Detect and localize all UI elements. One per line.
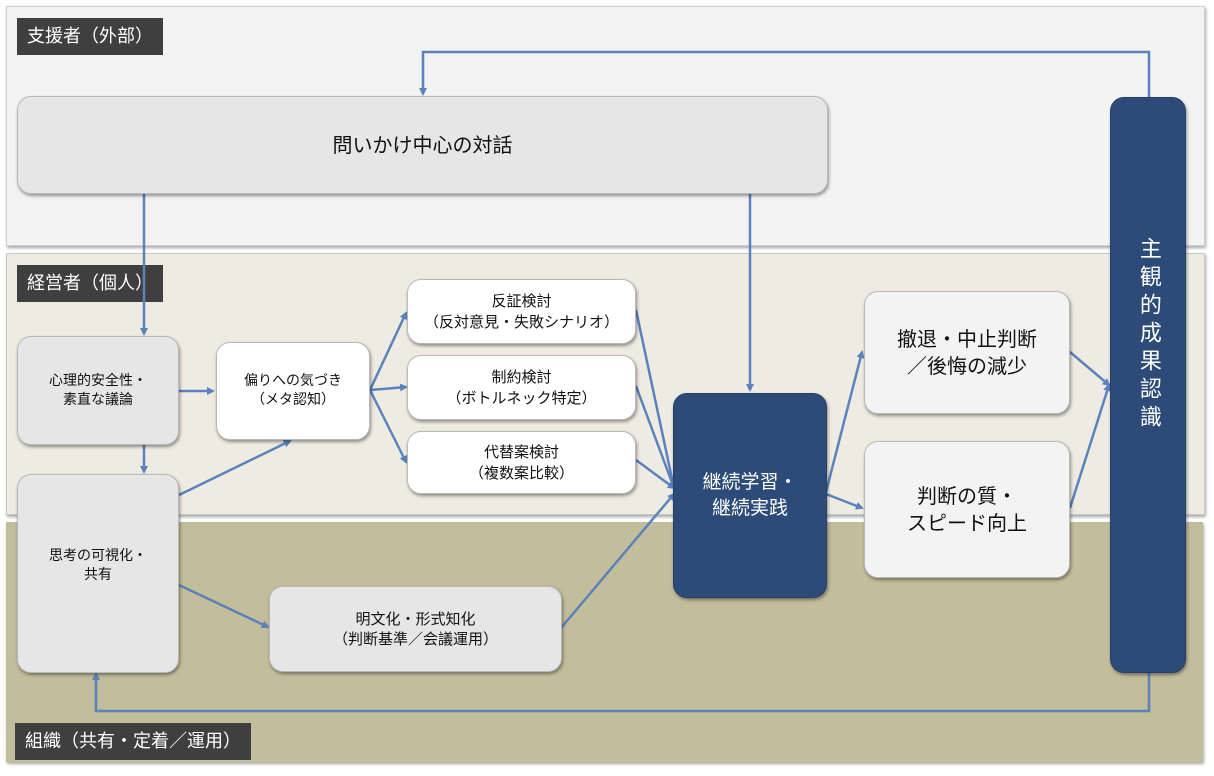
node-alternatives-line2: （複数案比較） (468, 463, 574, 482)
node-visualize-line1: 思考の可視化・ (49, 548, 147, 564)
node-formalize-line1: 明文化・形式知化 (355, 609, 476, 628)
node-dialogue-text: 問いかけ中心の対話 (332, 132, 513, 157)
node-withdrawal: 撤退・中止判断／後悔の減少 (864, 291, 1070, 414)
node-bias-line2: （メタ認知） (251, 392, 335, 408)
node-visualize-share: 思考の可視化・共有 (17, 474, 179, 673)
node-subjective-outcome-text: 主観的成果認識 (1135, 237, 1161, 433)
layer-label-organization: 組織（共有・定着／運用） (15, 723, 251, 760)
node-visualize-line2: 共有 (84, 566, 112, 583)
node-constraint-line2: （ボトルネック特定） (446, 388, 597, 407)
node-bias-line1: 偏りへの気づき (244, 373, 342, 390)
node-psych-safety: 心理的安全性・素直な議論 (17, 336, 179, 445)
node-alternatives-line1: 代替案検討 (483, 443, 559, 462)
node-psych-safety-line1: 心理的安全性・ (49, 372, 147, 389)
node-continuous-line2: 継続実践 (711, 496, 788, 519)
node-alternatives: 代替案検討（複数案比較） (407, 431, 636, 494)
layer-label-manager: 経営者（個人） (17, 265, 163, 302)
node-quality: 判断の質・スピード向上 (864, 441, 1070, 578)
node-continuous: 継続学習・継続実践 (673, 393, 827, 598)
node-formalize-line2: （判断基準／会議運用） (332, 630, 498, 648)
node-quality-line2: スピード向上 (907, 510, 1027, 535)
layer-label-support: 支援者（外部） (17, 18, 163, 55)
node-constraint-line1: 制約検討 (491, 368, 552, 387)
node-refutation-line1: 反証検討 (491, 292, 552, 311)
node-subjective-outcome: 主観的成果認識 (1110, 97, 1186, 673)
node-continuous-line1: 継続学習・ (702, 470, 798, 493)
node-withdrawal-line1: 撤退・中止判断 (897, 326, 1037, 351)
node-refutation: 反証検討（反対意見・失敗シナリオ） (407, 279, 636, 344)
node-withdrawal-line2: ／後悔の減少 (907, 353, 1027, 378)
node-quality-line1: 判断の質・ (917, 483, 1017, 508)
node-dialogue: 問いかけ中心の対話 (17, 96, 828, 194)
node-formalize: 明文化・形式知化 （判断基準／会議運用） (269, 586, 562, 672)
node-bias-awareness: 偏りへの気づき （メタ認知） (216, 342, 370, 440)
node-constraint: 制約検討（ボトルネック特定） (407, 355, 636, 420)
node-refutation-line2: （反対意見・失敗シナリオ） (423, 312, 619, 331)
node-psych-safety-line2: 素直な議論 (63, 391, 133, 408)
